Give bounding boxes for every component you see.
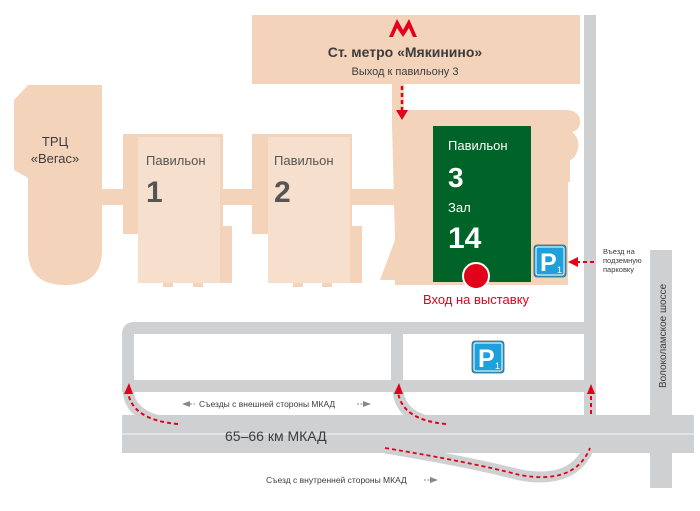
route-arrows [124,383,595,479]
metro-station-name: Ст. метро «Мякинино» [328,44,483,60]
metro-station-building [252,15,580,84]
parking-letter: P [478,345,495,373]
underground-parking-note-3: парковку [603,265,634,274]
outer-exits-caption: Съезды с внешней стороны МКАД [182,399,371,409]
parking-index: 1 [557,265,562,275]
mall-name-line2: «Вегас» [31,151,80,166]
inner-exit-label: Съезд с внутренней стороны МКАД [266,475,407,485]
route-inner [384,447,591,479]
parking-divider-road [391,322,403,392]
pavilion-1-label: Павильон [146,153,206,168]
service-road-east [584,15,596,415]
highway-label: Волоколамское шоссе [658,283,669,388]
pavilion-3-label: Павильон [448,138,508,153]
pavilion-3-hall-14 [433,126,531,282]
buildings [14,15,580,287]
parking-sign-surface[interactable]: P 1 [471,340,505,374]
mall-name-line1: ТРЦ [42,134,69,149]
route-outer-west [127,391,179,425]
pavilion-2-label: Павильон [274,153,334,168]
pavilion-2-building [268,137,350,283]
pavilion-2-number: 2 [274,176,291,209]
entrance-label: Вход на выставку [423,292,530,307]
underground-parking-note-1: Въезд на [603,247,636,256]
pavilion-1-building [138,137,220,283]
route-outer-middle [397,391,447,425]
hall-number: 14 [448,222,482,255]
metro-m-icon [389,19,417,37]
entrance-marker[interactable] [462,262,490,290]
outer-exits-label: Съезды с внешней стороны МКАД [199,399,335,409]
parking-index: 1 [495,361,500,371]
hall-label: Зал [448,200,471,215]
parking-loop-road [122,322,596,400]
pavilion-1-number: 1 [146,176,163,209]
metro-exit-note: Выход к павильону 3 [352,66,459,78]
mkad-label: 65–66 км МКАД [225,428,327,444]
pavilion-3-number: 3 [448,162,464,193]
parking-sign-underground[interactable]: P 1 [533,244,567,278]
mall-vegas-building [14,85,102,285]
underground-parking-note-2: подземную [603,256,642,265]
inner-exit-caption: Съезд с внутренней стороны МКАД [266,475,438,485]
parking-letter: P [540,249,557,277]
